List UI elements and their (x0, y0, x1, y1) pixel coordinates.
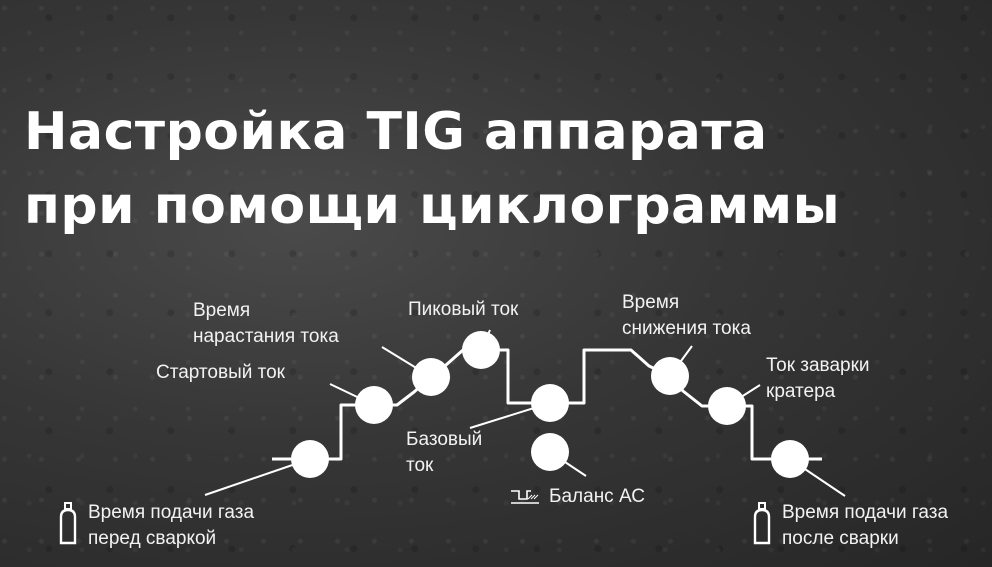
label-base-current: Базовый ток (406, 429, 483, 476)
node-start-current (355, 386, 393, 424)
page-title: Настройка TIG аппарата при помощи циклог… (24, 96, 840, 244)
title-line-1: Настройка TIG аппарата (24, 102, 768, 162)
ac-balance-waveform-icon (511, 490, 539, 504)
node-peak-current (462, 331, 500, 369)
node-preflow (291, 440, 329, 478)
node-postflow (771, 440, 809, 478)
label-start-current: Стартовый ток (156, 362, 285, 383)
label-upslope: Время нарастания тока (193, 300, 339, 347)
label-crater-current: Ток заварки кратера (766, 355, 870, 402)
label-preflow: Время подачи газа перед сваркой (88, 502, 255, 549)
label-downslope: Время снижения тока (622, 292, 751, 339)
gas-cylinder-icon (753, 502, 771, 545)
node-downslope (651, 357, 689, 395)
label-peak-current: Пиковый ток (408, 299, 519, 320)
gas-cylinder-icon (59, 502, 77, 545)
node-base-current (531, 384, 569, 422)
label-ac-balance: Баланс АС (549, 486, 645, 507)
node-ac-balance (531, 433, 569, 471)
node-upslope (412, 358, 450, 396)
label-postflow: Время подачи газа после сварки (782, 502, 949, 549)
title-line-2: при помощи циклограммы (24, 175, 841, 236)
node-crater-current (708, 387, 746, 425)
